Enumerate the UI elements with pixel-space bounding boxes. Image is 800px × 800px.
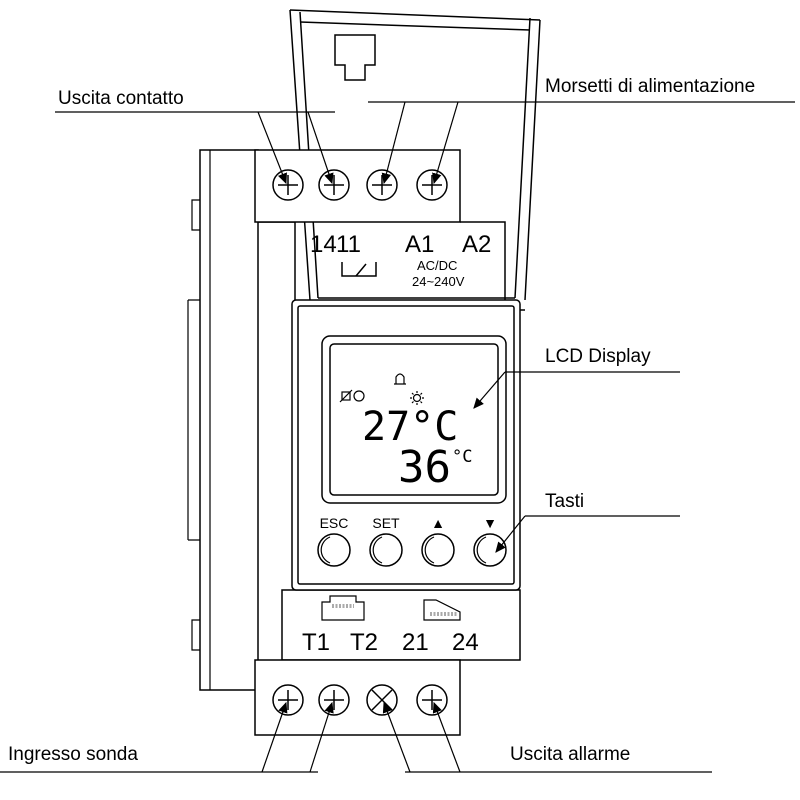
terminal-screw-11[interactable]	[318, 169, 350, 201]
lcd-setpoint-unit: °C	[452, 447, 472, 467]
callout-alarm-output: Uscita allarme	[510, 744, 630, 765]
callout-keys: Tasti	[545, 491, 584, 512]
terminal-screw-14[interactable]	[272, 169, 304, 201]
alarm-relay-symbol	[423, 599, 461, 621]
terminal-label-a2: A2	[462, 231, 491, 258]
lcd-bezel	[321, 335, 507, 504]
lower-label-area: T1 T2 21 24	[302, 595, 479, 656]
set-button[interactable]	[369, 533, 403, 567]
terminal-label-a1: A1	[405, 231, 434, 258]
lcd-temperature-reading: 27°C	[362, 404, 458, 450]
lcd-screen	[329, 343, 499, 496]
callout-lcd-display: LCD Display	[545, 346, 651, 367]
terminal-screw-t2[interactable]	[318, 684, 350, 716]
relay-icon	[339, 389, 365, 403]
bell-icon	[394, 373, 406, 385]
bottom-terminal-block	[254, 659, 461, 736]
callout-contact-output: Uscita contatto	[58, 88, 184, 109]
terminal-screw-a1[interactable]	[366, 169, 398, 201]
terminal-label-t1: T1	[302, 629, 330, 656]
terminal-screw-24[interactable]	[416, 684, 448, 716]
terminal-label-14: 14	[310, 231, 337, 258]
terminal-label-t2: T2	[350, 629, 378, 656]
down-button[interactable]	[473, 533, 507, 567]
callouts: Uscita contatto Morsetti di alimentazion…	[0, 76, 795, 773]
top-terminal-block: 14 11 A1 A2 AC/DC 24~240V	[254, 149, 491, 289]
sun-icon	[410, 391, 424, 405]
supply-type: AC/DC	[417, 258, 457, 273]
down-label: ▼	[483, 515, 497, 531]
callout-probe-input: Ingresso sonda	[8, 744, 138, 765]
callout-power-terminals: Morsetti di alimentazione	[545, 76, 755, 97]
supply-range: 24~240V	[412, 274, 465, 289]
up-label: ▲	[431, 515, 445, 531]
esc-label: ESC	[320, 515, 349, 531]
terminal-screw-21[interactable]	[366, 684, 398, 716]
terminal-label-11: 11	[336, 231, 361, 258]
probe-symbol	[321, 595, 365, 621]
esc-button[interactable]	[317, 533, 351, 567]
set-label: SET	[372, 515, 400, 531]
terminal-screw-a2[interactable]	[416, 169, 448, 201]
terminal-label-21: 21	[402, 629, 429, 656]
terminal-label-24: 24	[452, 629, 479, 656]
lcd-setpoint: 36	[398, 442, 451, 493]
relay-contact-symbol	[341, 262, 377, 277]
up-button[interactable]	[421, 533, 455, 567]
terminal-screw-t1[interactable]	[272, 684, 304, 716]
front-panel: 27°C 36 °C ESC SET ▲ ▼	[291, 299, 521, 591]
